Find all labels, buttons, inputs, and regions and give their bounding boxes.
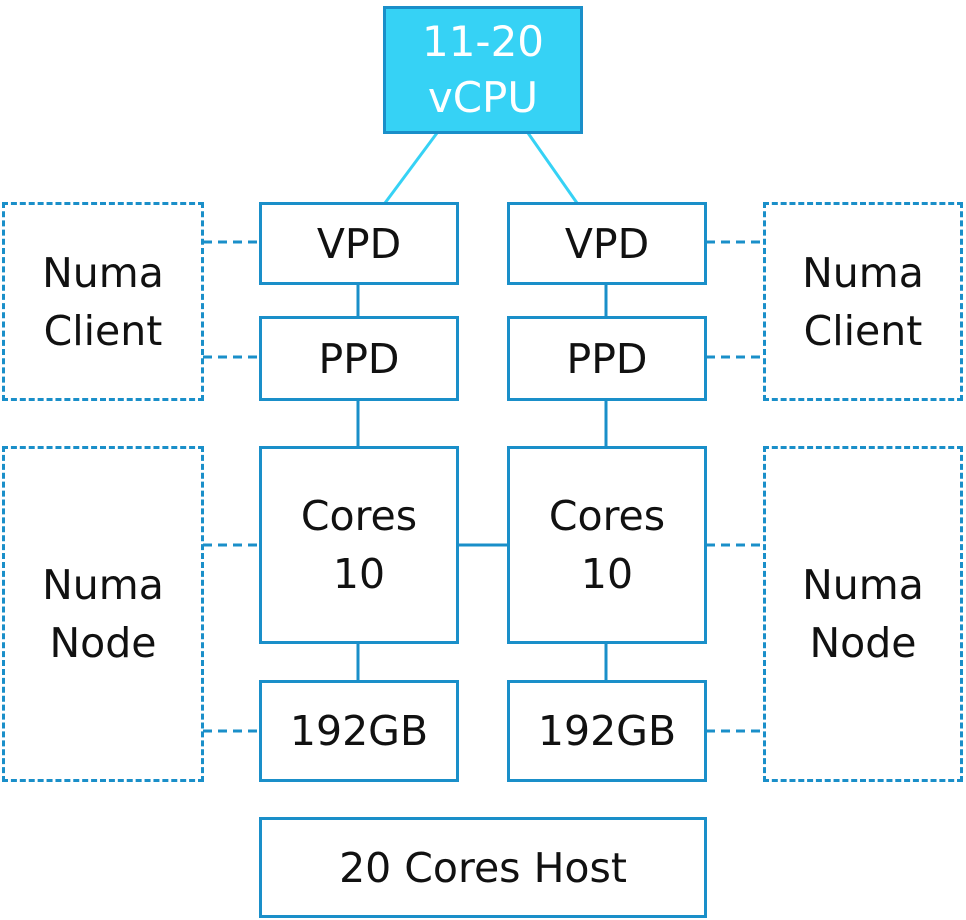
vpd-box-right: VPD bbox=[507, 202, 707, 285]
cores-count-right: 10 bbox=[580, 550, 634, 598]
numa-client-left-line1: Numa bbox=[42, 248, 164, 297]
connector-vcpu-vpd-right bbox=[526, 132, 579, 204]
host-label: 20 Cores Host bbox=[339, 843, 627, 892]
numa-node-right: Numa Node bbox=[763, 446, 963, 782]
cores-label-right: Cores bbox=[548, 492, 666, 540]
cores-count-left: 10 bbox=[332, 550, 386, 598]
numa-node-left-line1: Numa bbox=[42, 561, 164, 609]
numa-client-right: Numa Client bbox=[763, 202, 963, 401]
vcpu-range-label: 11-20 bbox=[421, 17, 545, 66]
ppd-label-left: PPD bbox=[318, 334, 400, 383]
vpd-label-left: VPD bbox=[316, 219, 402, 268]
numa-node-left-line2: Node bbox=[49, 619, 157, 667]
numa-node-right-line2: Node bbox=[809, 619, 917, 667]
memory-box-right: 192GB bbox=[507, 680, 707, 782]
vcpu-label: vCPU bbox=[427, 73, 539, 122]
vcpu-box: 11-20 vCPU bbox=[383, 6, 583, 134]
numa-client-right-line1: Numa bbox=[802, 248, 924, 297]
numa-client-right-line2: Client bbox=[803, 306, 923, 355]
numa-node-right-line1: Numa bbox=[802, 561, 924, 609]
cores-box-right: Cores 10 bbox=[507, 446, 707, 644]
numa-client-left-line2: Client bbox=[43, 306, 163, 355]
host-box: 20 Cores Host bbox=[259, 817, 707, 918]
numa-client-left: Numa Client bbox=[2, 202, 204, 401]
ppd-box-right: PPD bbox=[507, 316, 707, 401]
vpd-label-right: VPD bbox=[564, 219, 650, 268]
numa-node-left: Numa Node bbox=[2, 446, 204, 782]
ppd-box-left: PPD bbox=[259, 316, 459, 401]
cores-box-left: Cores 10 bbox=[259, 446, 459, 644]
memory-box-left: 192GB bbox=[259, 680, 459, 782]
vpd-box-left: VPD bbox=[259, 202, 459, 285]
cores-label-left: Cores bbox=[300, 492, 418, 540]
memory-label-right: 192GB bbox=[537, 707, 677, 755]
memory-label-left: 192GB bbox=[289, 707, 429, 755]
ppd-label-right: PPD bbox=[566, 334, 648, 383]
connector-vcpu-vpd-left bbox=[383, 132, 439, 204]
